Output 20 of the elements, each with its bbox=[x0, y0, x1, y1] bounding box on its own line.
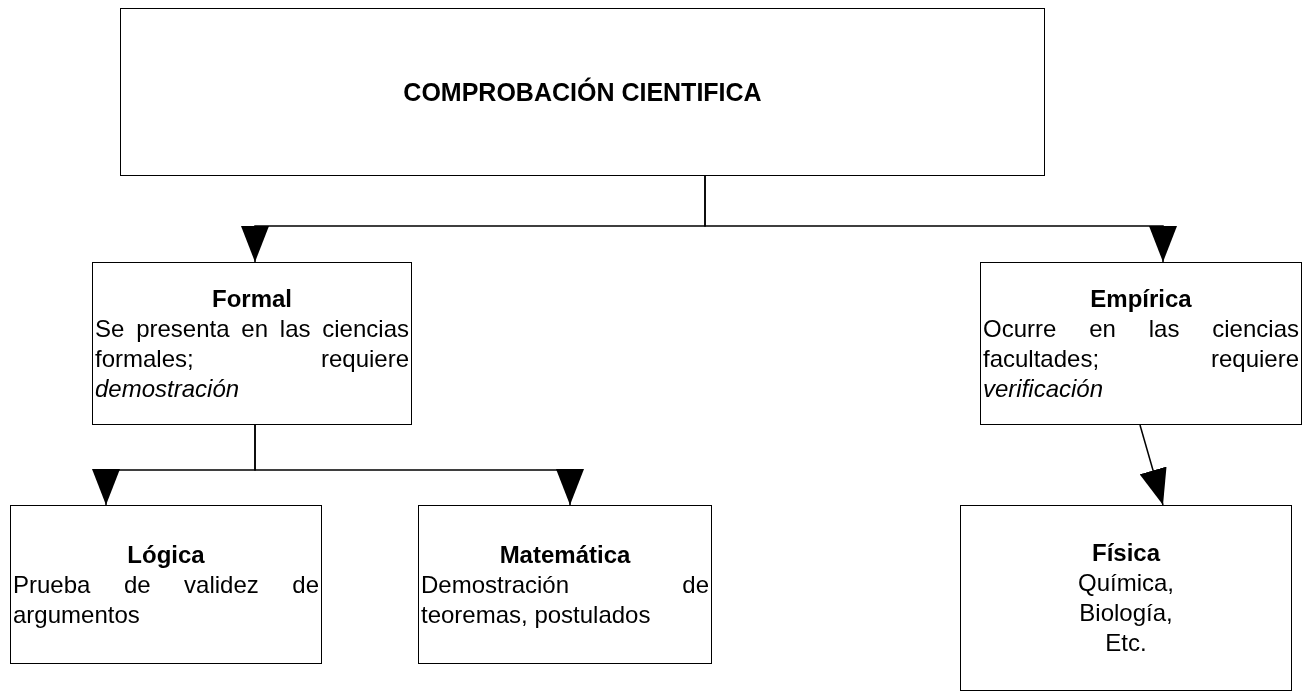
arrow bbox=[704, 175, 1177, 263]
box-description: Demostración de teoremas, postulados bbox=[421, 569, 709, 630]
arrow bbox=[1139, 424, 1167, 506]
box-description: Se presenta en las ciencias formales; requiere demostración bbox=[95, 313, 409, 404]
box-heading: Matemática bbox=[498, 539, 632, 570]
box bbox=[980, 262, 1302, 425]
box-heading: Lógica bbox=[126, 539, 206, 570]
box-description: Ocurre en las ciencias facultades; requiere verificación bbox=[983, 313, 1299, 404]
box-heading: COMPROBACIÓN CIENTIFICA bbox=[402, 77, 763, 107]
box bbox=[92, 262, 412, 425]
box-description: Prueba de validez de argumentos bbox=[13, 569, 319, 630]
box bbox=[120, 8, 1045, 176]
arrow bbox=[254, 424, 584, 506]
box-heading: Formal bbox=[211, 283, 293, 314]
box-heading: Física bbox=[1090, 538, 1162, 568]
box bbox=[10, 505, 322, 664]
box bbox=[960, 505, 1292, 691]
box-description: Química, Biología, Etc. bbox=[1077, 568, 1175, 658]
box bbox=[418, 505, 712, 664]
box-heading: Empírica bbox=[1089, 283, 1193, 314]
